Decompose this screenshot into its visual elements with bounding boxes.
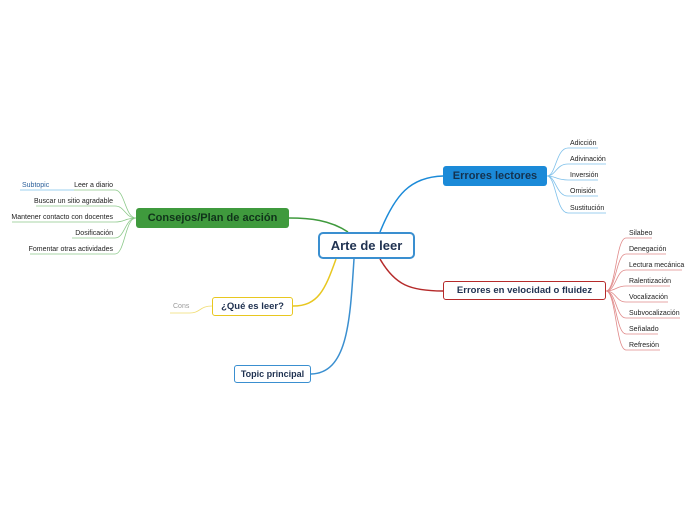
subtopic-adiccion[interactable]: Adicción	[570, 140, 597, 147]
subtopic-cons[interactable]: Cons	[173, 303, 190, 310]
subtopic-refresion[interactable]: Refresión	[629, 342, 659, 349]
subtopic-mantener-contacto[interactable]: Mantener contacto con docentes	[11, 214, 113, 221]
topic-label: ¿Qué es leer?	[221, 301, 284, 312]
link-errores-velocidad	[379, 258, 444, 292]
subtopic-subvocalizacion[interactable]: Subvocalización	[629, 310, 680, 317]
central-topic[interactable]: Arte de leer	[318, 232, 415, 259]
link-cons	[170, 305, 213, 314]
central-topic-label: Arte de leer	[330, 238, 403, 253]
topic-label: Consejos/Plan de acción	[147, 212, 278, 224]
links-errores-velocidad-items	[605, 237, 682, 351]
subtopic-sustitucion[interactable]: Sustitución	[570, 205, 605, 212]
links-consejos-items	[12, 189, 137, 255]
topic-consejos[interactable]: Consejos/Plan de acción	[136, 208, 289, 228]
subtopic-buscar-sitio[interactable]: Buscar un sitio agradable	[34, 198, 113, 205]
subtopic-inversion[interactable]: Inversión	[570, 172, 599, 179]
topic-label: Errores en velocidad o fluidez	[456, 285, 593, 296]
link-topic-principal	[310, 258, 355, 375]
link-consejos	[288, 217, 349, 233]
subtopic-adivinacion[interactable]: Adivinación	[570, 156, 606, 163]
topic-label: Errores lectores	[452, 170, 538, 182]
link-errores-lectores	[379, 175, 444, 233]
subtopic-leer-a-diario[interactable]: Leer a diario	[74, 182, 113, 189]
subtopic-ralentizacion[interactable]: Ralentización	[629, 278, 672, 285]
subtopic-silabeo[interactable]: Silabeo	[629, 230, 653, 237]
links-errores-lectores-items	[546, 147, 606, 214]
topic-errores-lectores[interactable]: Errores lectores	[443, 166, 547, 186]
topic-que-es-leer[interactable]: ¿Qué es leer?	[212, 297, 293, 316]
subtopic-senalado[interactable]: Señalado	[629, 326, 659, 333]
subtopic-omision[interactable]: Omisión	[570, 188, 596, 195]
subtopic-denegacion[interactable]: Denegación	[629, 246, 667, 253]
topic-label: Topic principal	[240, 369, 305, 379]
subtopic-generic[interactable]: Subtopic	[22, 182, 50, 189]
link-que-es-leer	[292, 258, 337, 307]
subtopic-vocalizacion[interactable]: Vocalización	[629, 294, 668, 301]
topic-principal[interactable]: Topic principal	[234, 365, 311, 383]
subtopic-fomentar[interactable]: Fomentar otras actividades	[28, 246, 113, 253]
topic-errores-velocidad[interactable]: Errores en velocidad o fluidez	[443, 281, 606, 300]
subtopic-lectura-mecanica[interactable]: Lectura mecánica	[629, 262, 685, 269]
subtopic-dosificacion[interactable]: Dosificación	[75, 230, 113, 237]
